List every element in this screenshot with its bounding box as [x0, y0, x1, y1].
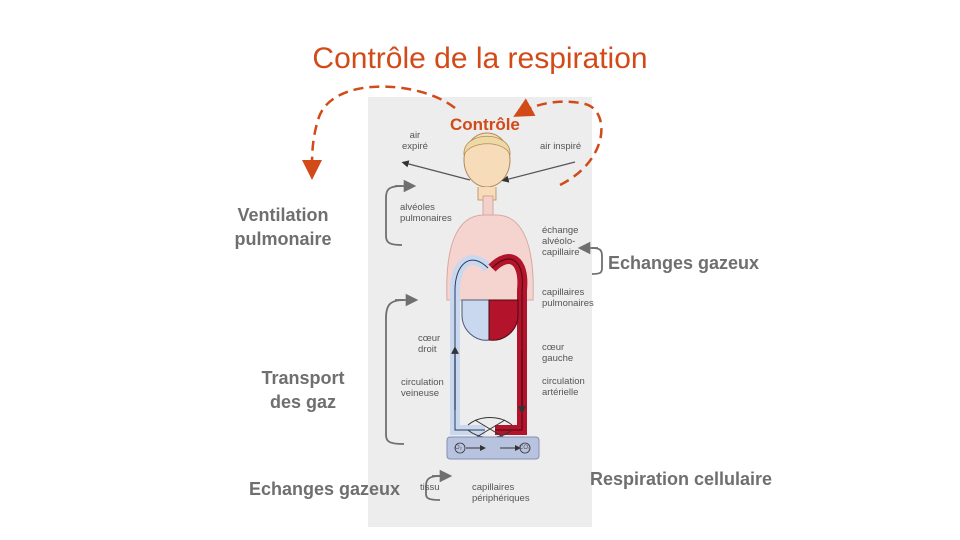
label-coeur-gauche: cœur gauche	[542, 342, 573, 364]
control-label: Contrôle	[450, 115, 520, 134]
control-arrow-right	[513, 98, 603, 187]
label-tissu: tissu	[420, 482, 440, 493]
label-air-expire-l2: expiré	[402, 141, 428, 152]
label-coeur-droit-l2: droit	[418, 344, 437, 355]
heart-right	[461, 299, 490, 341]
bracket-ventilation	[385, 185, 403, 246]
head-illustration	[463, 132, 511, 201]
label-transport-line2: des gaz	[269, 392, 337, 412]
label-coeur-droit-l1: cœur	[418, 333, 441, 344]
label-co2: CO₂	[519, 445, 531, 451]
label-circ-art-l2: artérielle	[542, 387, 579, 398]
bracket-transport	[385, 299, 405, 445]
label-echanges-top: Echanges gazeux	[608, 253, 760, 273]
label-alveoles-l1: alvéoles	[400, 202, 435, 213]
label-circulation-veineuse: circulation veineuse	[401, 377, 444, 399]
slide-title: Contrôle de la respiration	[312, 42, 648, 75]
bracket-echanges-top	[591, 247, 603, 275]
label-circ-vein-l2: veineuse	[401, 388, 440, 399]
label-echange-alveolo: échange alvéolo- capillaire	[542, 225, 580, 258]
label-cap-periph-l1: capillaires	[472, 482, 515, 493]
air-inspire-arrow	[501, 161, 576, 183]
label-ventilation-line2: pulmonaire	[234, 229, 332, 249]
heart-left	[488, 299, 519, 341]
label-transport: Transport des gaz	[238, 366, 368, 414]
air-expire-arrow	[401, 160, 471, 181]
lungs	[446, 214, 534, 301]
label-alveoles-l2: pulmonaires	[400, 213, 452, 224]
control-arrow-left	[302, 85, 456, 180]
label-capillaires-pulmonaires: capillaires pulmonaires	[542, 287, 594, 309]
bracket-echanges-bottom	[425, 475, 441, 501]
label-cap-pulm-l1: capillaires	[542, 287, 585, 298]
label-alveoles: alvéoles pulmonaires	[400, 202, 452, 224]
label-echange-l2: alvéolo-	[542, 236, 576, 247]
label-ventilation: Ventilation pulmonaire	[218, 203, 348, 251]
label-cap-pulm-l2: pulmonaires	[542, 298, 594, 309]
label-coeur-gauche-l2: gauche	[542, 353, 574, 364]
label-cap-periph-l2: périphériques	[472, 493, 530, 504]
label-respiration-cellulaire: Respiration cellulaire	[590, 469, 773, 489]
label-coeur-droit: cœur droit	[418, 333, 440, 355]
label-circulation-arterielle: circulation artérielle	[542, 376, 585, 398]
label-coeur-gauche-l1: cœur	[542, 342, 565, 353]
label-capillaires-peripheriques: capillaires périphériques	[472, 482, 530, 504]
label-echange-l1: échange	[542, 225, 579, 236]
label-echange-l3: capillaire	[542, 247, 580, 258]
label-circ-vein-l1: circulation	[401, 377, 444, 388]
label-echanges-bottom: Echanges gazeux	[249, 479, 401, 499]
label-circ-art-l1: circulation	[542, 376, 585, 387]
label-transport-line1: Transport	[261, 368, 345, 388]
label-air-expire-l1: air	[409, 130, 421, 141]
label-ventilation-line1: Ventilation	[237, 205, 329, 225]
tissue-bar	[446, 436, 540, 460]
label-o2: O₂	[455, 445, 462, 451]
label-air-inspire: air inspiré	[540, 141, 582, 152]
label-air-expire: air expiré	[402, 130, 428, 152]
